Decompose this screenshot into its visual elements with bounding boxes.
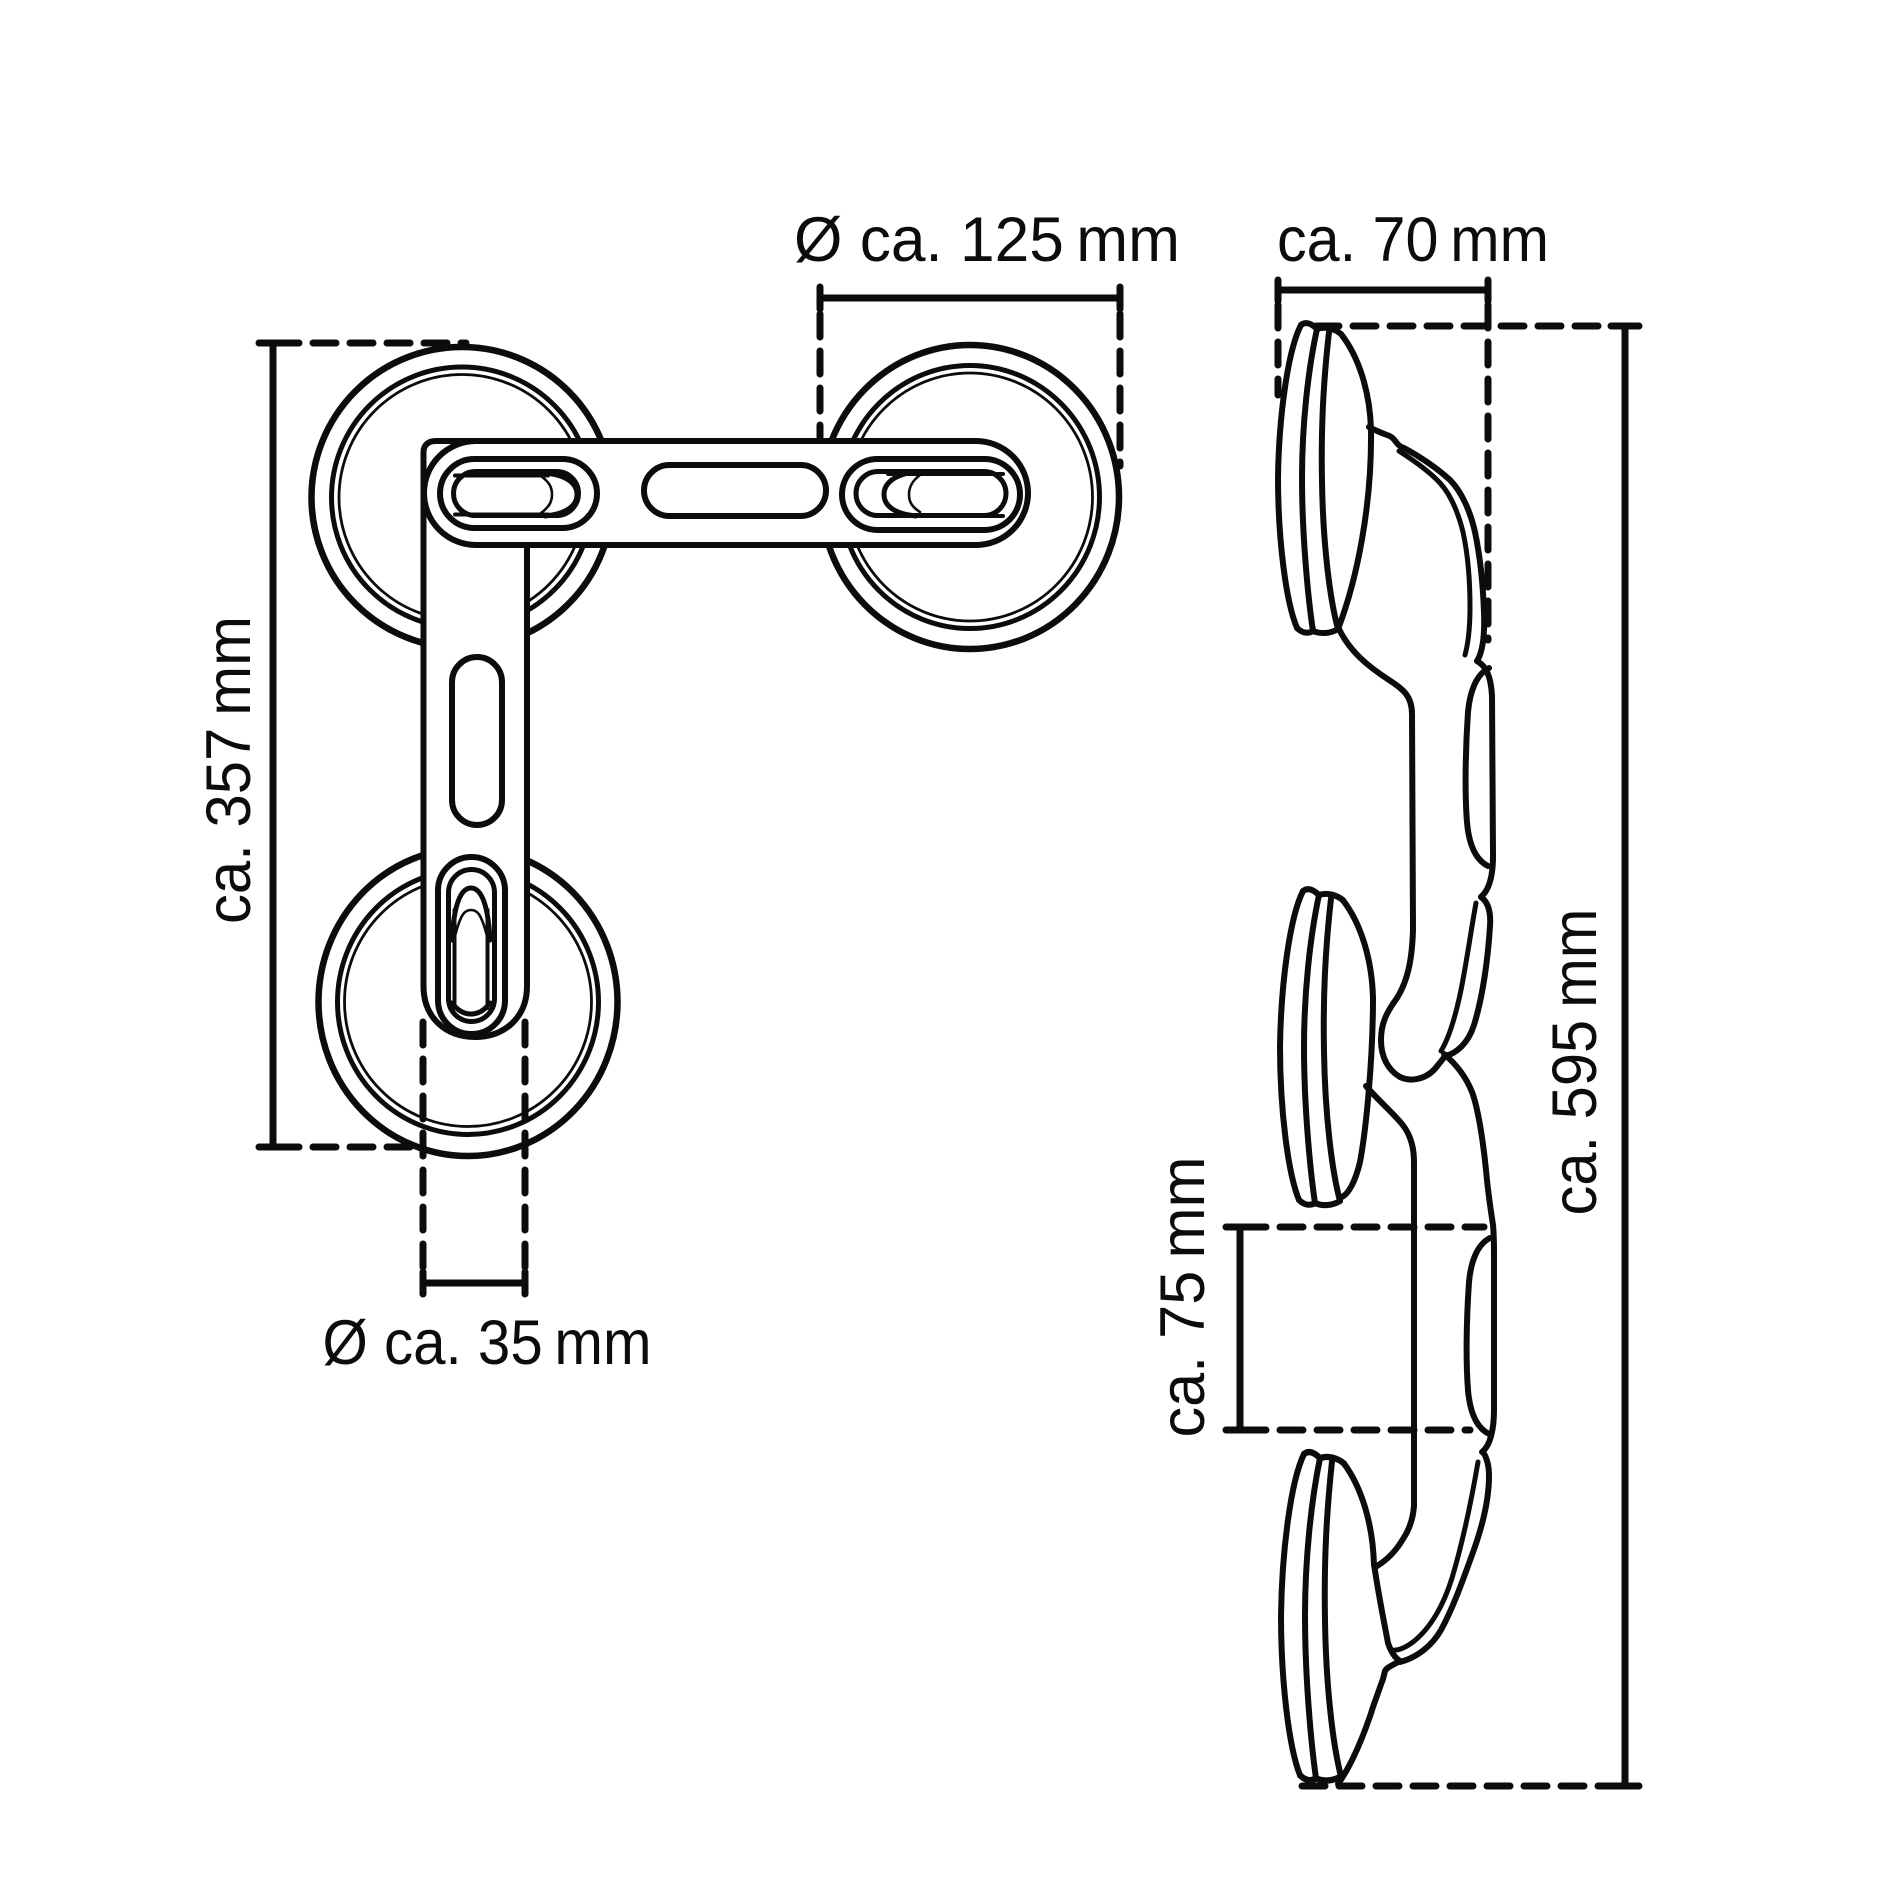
svg-text:Ø ca. 125 mm: Ø ca. 125 mm [794, 205, 1180, 275]
svg-text:ca. 357 mm: ca. 357 mm [194, 616, 264, 924]
svg-text:ca. 70 mm: ca. 70 mm [1277, 205, 1549, 275]
svg-text:ca. 595 mm: ca. 595 mm [1540, 909, 1610, 1216]
svg-text:ca. 75 mm: ca. 75 mm [1148, 1157, 1218, 1438]
svg-text:Ø ca. 35 mm: Ø ca. 35 mm [323, 1308, 652, 1378]
